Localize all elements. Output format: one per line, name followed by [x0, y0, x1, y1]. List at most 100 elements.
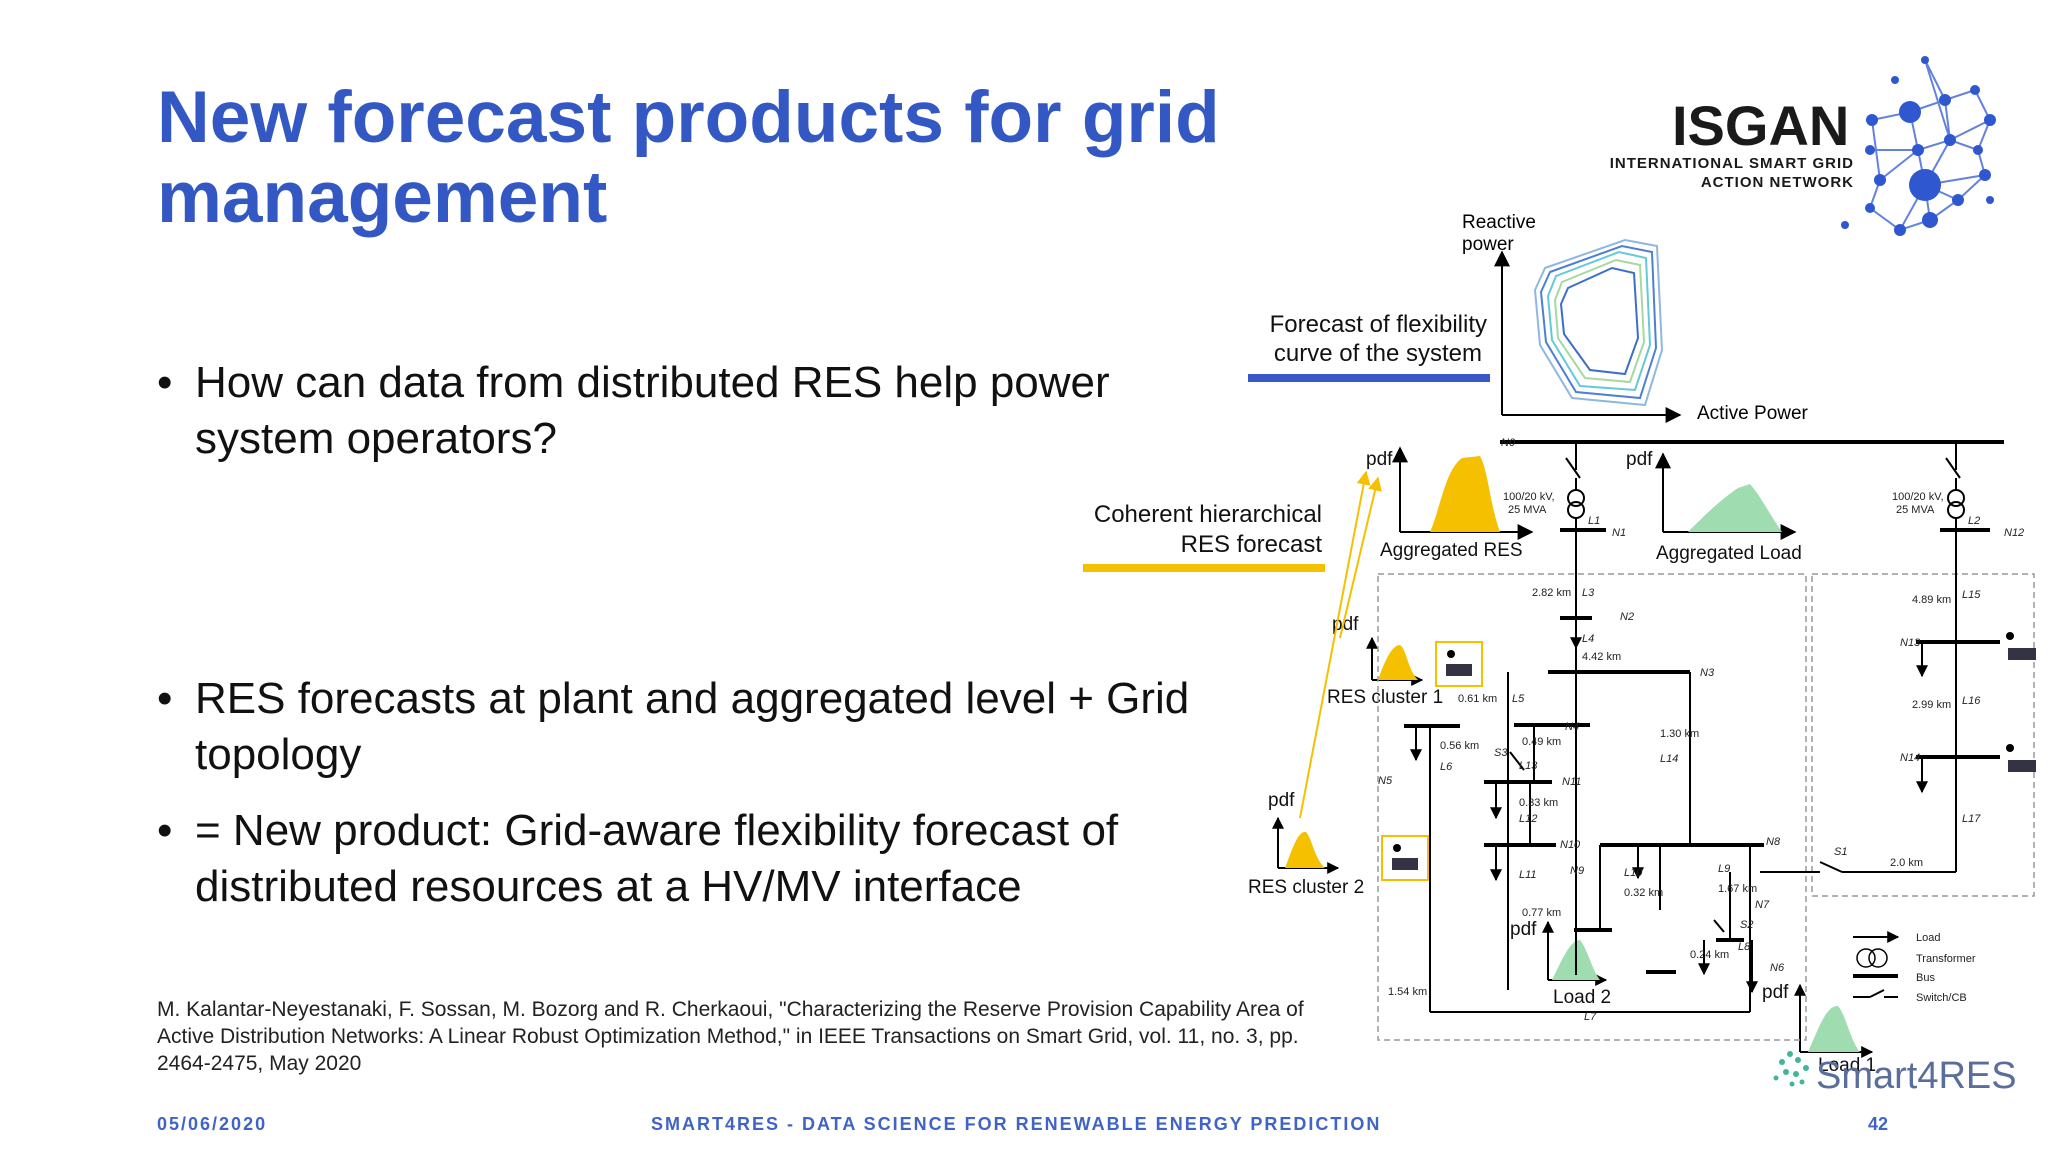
distance-label: 4.89 km [1912, 594, 1951, 606]
pv-panel-icon [2006, 744, 2036, 772]
load-2-pdf: pdf Load 2 [1510, 919, 1611, 1008]
bullet-text: RES forecasts at plant and aggregated le… [195, 674, 1190, 779]
bullet-list-bottom: • RES forecasts at plant and aggregated l… [157, 671, 1217, 935]
distance-label: 1.67 km [1718, 883, 1757, 895]
distance-label: 0.32 km [1624, 887, 1663, 899]
line-label: L12 [1519, 813, 1537, 825]
bullet-dot: • [157, 674, 173, 723]
line-label: L15 [1962, 589, 1981, 601]
switch-label: S2 [1740, 919, 1753, 931]
line-label: L8 [1738, 941, 1751, 953]
smart4res-text: Smart4RES [1816, 1055, 2017, 1097]
footer-date: 05/06/2020 [157, 1114, 268, 1134]
distance-label: 0.61 km [1458, 693, 1497, 705]
pdf-label: pdf [1510, 919, 1537, 940]
network-lines-icon [1868, 59, 1992, 232]
node-label: N11 [1562, 776, 1581, 788]
network-diagram [1377, 440, 2035, 1041]
distance-label: 1.54 km [1388, 986, 1427, 998]
pv-panel-icon [1435, 641, 1483, 687]
line-label: L17 [1962, 813, 1981, 825]
flexibility-caption-2: curve of the system [1274, 340, 1482, 367]
coherent-label-2: RES forecast [1181, 531, 1323, 558]
bullet-text: How can data from distributed RES help p… [195, 358, 1110, 463]
node-label: N8 [1766, 836, 1781, 848]
page-number: 42 [1868, 1114, 1889, 1134]
citation: M. Kalantar-Neyestanaki, F. Sossan, M. B… [157, 998, 1304, 1075]
aggregation-arrow [1299, 470, 1371, 819]
switch-s1-icon [1819, 861, 1843, 873]
bullet-dot: • [157, 806, 173, 855]
aggregated-load-label: Aggregated Load [1656, 543, 1802, 564]
res-cluster-1-label: RES cluster 1 [1327, 687, 1443, 708]
distance-label: 0.56 km [1440, 740, 1479, 752]
distance-label: 0.77 km [1522, 907, 1561, 919]
switch-icon [1945, 457, 1961, 479]
pv-panel-icon [1381, 835, 1429, 881]
reactive-label-2: power [1462, 234, 1514, 255]
bullet-text: = New product: Grid-aware flexibility fo… [195, 806, 1119, 911]
node-label: N10 [1560, 839, 1581, 851]
line-label: L7 [1584, 1011, 1597, 1023]
line-label: L3 [1582, 587, 1595, 599]
slide-title: New forecast products for grid managemen… [157, 77, 1220, 238]
isgan-logo: ISGAN INTERNATIONAL SMART GRID ACTION NE… [1610, 56, 1996, 236]
footer-title: SMART4RES - DATA SCIENCE FOR RENEWABLE E… [651, 1114, 1382, 1134]
node-label: N12 [2004, 527, 2024, 539]
switch-label: S3 [1494, 747, 1508, 759]
distance-label: 0.24 km [1690, 949, 1729, 961]
distance-label: 2.82 km [1532, 587, 1571, 599]
flexibility-underline [1248, 374, 1490, 382]
bullet-item: • RES forecasts at plant and aggregated l… [157, 671, 1217, 783]
node-label: N3 [1700, 667, 1715, 679]
node-label: N4 [1565, 721, 1579, 733]
transformer-icon [1947, 489, 1965, 507]
node-label: N5 [1378, 775, 1393, 787]
transformer-label: 25 MVA [1896, 504, 1935, 516]
coherent-underline [1083, 564, 1325, 572]
zone-main [1377, 573, 1807, 1041]
res-cluster-2-label: RES cluster 2 [1248, 877, 1364, 898]
pdf-label: pdf [1762, 982, 1789, 1003]
node-label: N7 [1755, 899, 1770, 911]
node-label: N1 [1612, 527, 1626, 539]
flexibility-curve [1533, 238, 1664, 407]
line-label: L4 [1582, 633, 1594, 645]
transformer-icon [1567, 489, 1585, 507]
legend-label: Switch/CB [1916, 992, 1967, 1004]
aggregated-res-label: Aggregated RES [1380, 540, 1523, 561]
switch-s3-icon [1509, 751, 1525, 771]
line-label: L13 [1519, 760, 1538, 772]
distance-label: 2.99 km [1912, 699, 1951, 711]
pv-panel-icon [2006, 632, 2036, 660]
load-1-pdf: pdf Load 1 [1762, 982, 1876, 1076]
bullet-item: •How can data from distributed RES help … [157, 355, 1117, 467]
flexibility-caption-1: Forecast of flexibility [1270, 311, 1487, 338]
node-label: N2 [1620, 611, 1634, 623]
legend-label: Transformer [1916, 953, 1976, 965]
transformer-label: 100/20 kV, [1503, 491, 1555, 503]
diagram-labels: N0 N1 N2 N3 N4 N5 N6 N7 N8 N9 N10 N11 N1… [1378, 437, 2024, 1023]
node-label: N6 [1770, 962, 1785, 974]
switch-s2-icon [1713, 919, 1725, 933]
smart4res-dots-icon [1773, 1051, 1809, 1087]
load-1-shape [1808, 1005, 1860, 1052]
legend-label: Bus [1916, 972, 1935, 984]
transformer-label: 100/20 kV, [1892, 491, 1944, 503]
distance-label: 1.30 km [1660, 728, 1699, 740]
line-label: L2 [1968, 515, 1980, 527]
line-label: L14 [1660, 753, 1678, 765]
aggregation-arrow [1339, 476, 1382, 639]
node-label: N0 [1501, 437, 1516, 449]
pdf-label: pdf [1366, 449, 1393, 470]
load-1-label: Load 1 [1818, 1055, 1876, 1076]
aggregated-res-pdf: pdf Aggregated RES [1366, 446, 1534, 561]
line-label: L10 [1624, 867, 1643, 879]
aggregated-res-shape [1430, 456, 1500, 532]
node-label: N9 [1570, 865, 1584, 877]
aggregated-load-pdf: pdf Aggregated Load [1626, 449, 1802, 564]
legend-label: Load [1916, 932, 1940, 944]
node-label: N14 [1900, 752, 1920, 764]
smart4res-logo: Smart4RES [1773, 1051, 2017, 1097]
